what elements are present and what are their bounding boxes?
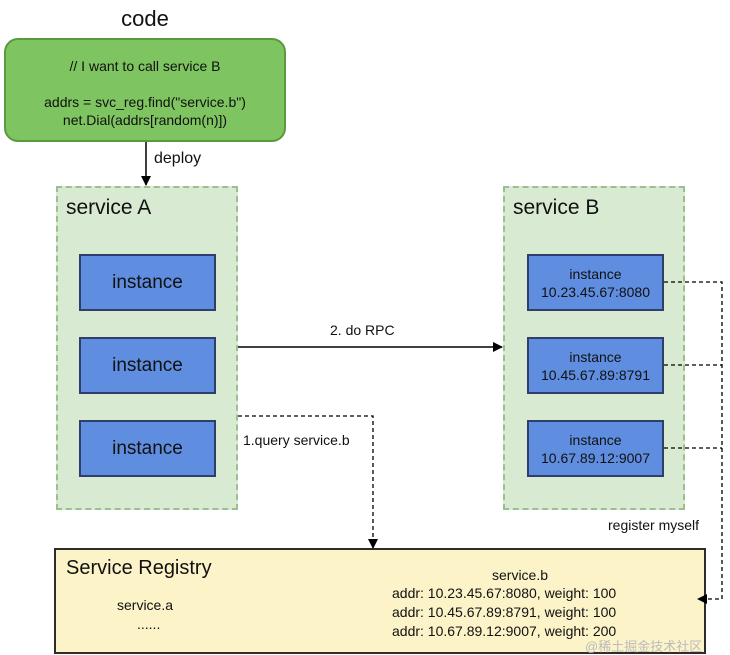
instance-label: instance: [569, 348, 622, 365]
service-b-instance: instance 10.67.89.12:9007: [527, 420, 664, 477]
registry-ellipsis: ......: [137, 616, 161, 632]
instance-label: instance: [569, 431, 622, 448]
instance-address: 10.67.89.12:9007: [541, 449, 650, 466]
registry-service-b: service.b: [492, 567, 549, 583]
instance-address: 10.45.67.89:8791: [541, 366, 650, 383]
deploy-label: deploy: [154, 150, 202, 167]
code-line: net.Dial(addrs[random(n)]): [62, 112, 228, 128]
rpc-label: 2. do RPC: [330, 322, 395, 338]
service-a-instance: instance: [79, 254, 216, 311]
register-arrow: [664, 281, 723, 604]
service-b-title: service B: [513, 196, 600, 219]
watermark: @稀土掘金技术社区: [585, 639, 703, 654]
query-label: 1.query service.b: [243, 432, 350, 448]
registry-entry: addr: 10.67.89.12:9007, weight: 200: [392, 623, 617, 639]
service-b-instance: instance 10.45.67.89:8791: [527, 337, 664, 394]
service-a-instance: instance: [79, 337, 216, 394]
service-registry-box: [54, 548, 706, 654]
query-arrow: [238, 415, 378, 549]
register-label: register myself: [608, 517, 700, 533]
service-b-instance: instance 10.23.45.67:8080: [527, 254, 664, 311]
code-title: code: [121, 6, 169, 31]
registry-title: Service Registry: [66, 557, 212, 579]
instance-label: instance: [569, 265, 622, 282]
service-a-title: service A: [66, 196, 152, 219]
code-line: addrs = svc_reg.find("service.b"): [44, 94, 246, 110]
code-box: // I want to call service B addrs = svc_…: [4, 38, 286, 142]
registry-entry: addr: 10.23.45.67:8080, weight: 100: [392, 585, 617, 601]
instance-address: 10.23.45.67:8080: [541, 283, 650, 300]
registry-service-a: service.a: [117, 597, 174, 613]
service-a-instance: instance: [79, 420, 216, 477]
code-line: // I want to call service B: [69, 58, 221, 74]
registry-entry: addr: 10.45.67.89:8791, weight: 100: [392, 604, 617, 620]
